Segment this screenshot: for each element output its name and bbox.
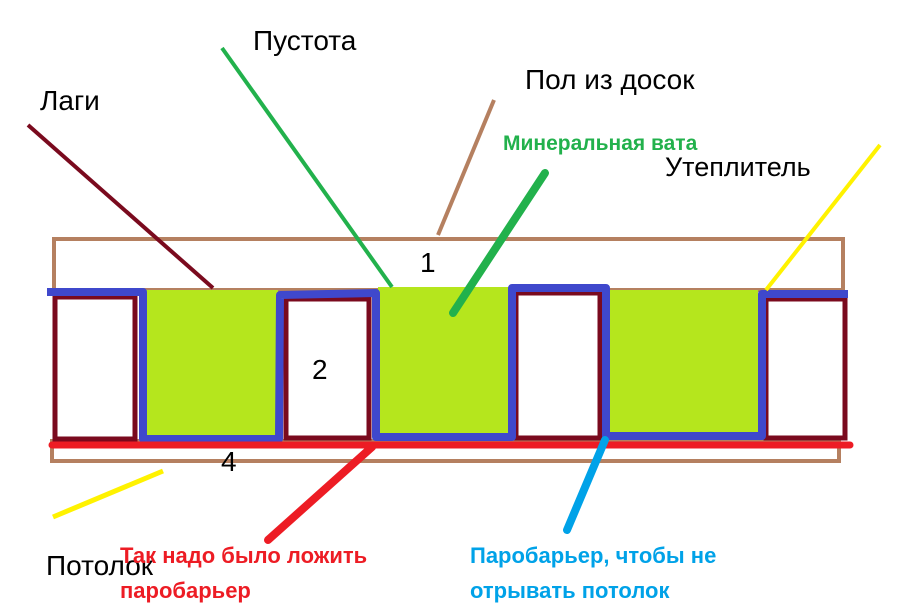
note-correct-line1: Так надо было ложить xyxy=(120,543,367,568)
pointer-joists xyxy=(26,123,215,290)
label-4: 4 xyxy=(221,446,237,477)
label-void: Пустота xyxy=(253,25,357,56)
pointer-ceiling xyxy=(52,468,164,520)
mineral-wool-block xyxy=(143,290,278,440)
pointer-red-note xyxy=(264,443,376,544)
mineral-wool-block xyxy=(378,287,510,436)
label-1: 1 xyxy=(420,247,436,278)
mineral-wool-block xyxy=(610,290,758,437)
label-2: 2 xyxy=(312,354,328,385)
joist xyxy=(283,296,372,441)
floor-board xyxy=(52,237,845,292)
label-joists: Лаги xyxy=(40,85,100,116)
pointer-insulation xyxy=(764,143,882,292)
pointer-floor xyxy=(436,99,496,236)
joist xyxy=(513,290,603,441)
vapor-barrier-blue xyxy=(47,284,848,443)
note-alt-line2: отрывать потолок xyxy=(470,578,670,603)
pointer-wool xyxy=(449,169,549,317)
joist xyxy=(763,296,848,441)
label-floor-boards: Пол из досок xyxy=(525,64,695,95)
label-insulation: Утеплитель xyxy=(665,152,811,182)
label-ceiling: Потолок xyxy=(46,550,154,581)
joist xyxy=(52,294,138,442)
note-alt-line1: Паробарьер, чтобы не xyxy=(470,543,716,568)
note-correct-line2: паробарьер xyxy=(120,578,251,603)
label-mineral-wool: Минеральная вата xyxy=(503,132,698,155)
pointer-blue-note xyxy=(563,436,609,534)
pointer-void xyxy=(220,46,394,289)
